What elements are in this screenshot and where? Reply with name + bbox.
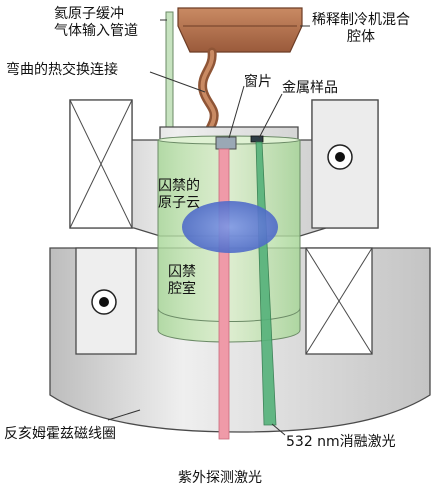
label-mixing-line-1: 稀释制冷机混合	[312, 12, 410, 28]
label-bent-heat-exchange-text: 弯曲的热交换连接	[6, 62, 118, 78]
label-anti-helmholtz-coil: 反亥姆霍兹磁线圈	[4, 426, 116, 443]
label-metal-sample-text: 金属样品	[282, 80, 338, 96]
label-bent-heat-exchange-link: 弯曲的热交换连接	[6, 62, 118, 79]
label-atom-cloud-line-1: 囚禁的	[158, 178, 200, 194]
label-helium-buffer-gas-tube: 氦原子缓冲 气体输入管道	[54, 6, 138, 40]
coil-dot-symbol-left	[91, 289, 117, 315]
label-uv-probe-text: 紫外探测激光	[178, 470, 262, 486]
label-helium-line-1: 氦原子缓冲	[54, 6, 124, 22]
label-trap-cavity-line-1: 囚禁	[168, 264, 196, 280]
label-trap-cavity: 囚禁 腔室	[168, 264, 196, 298]
label-dilution-mixing-chamber: 稀释制冷机混合 腔体	[312, 12, 410, 46]
window	[215, 136, 237, 150]
label-mixing-line-2: 腔体	[347, 29, 375, 45]
label-trapped-atom-cloud: 囚禁的 原子云	[158, 178, 200, 212]
metal-sample	[250, 135, 264, 143]
label-atom-cloud-line-2: 原子云	[158, 195, 200, 211]
label-trap-cavity-line-2: 腔室	[168, 281, 196, 297]
coil-dot-symbol-right	[327, 144, 353, 170]
label-ablation-text: 532 nm消融激光	[286, 434, 396, 450]
dilution-mixing-chamber	[177, 7, 303, 53]
label-uv-probe-laser: 紫外探测激光	[178, 470, 262, 487]
label-window-text: 窗片	[244, 74, 272, 90]
uv-probe-laser-beam	[218, 148, 230, 440]
label-window: 窗片	[244, 74, 272, 91]
trapped-atom-cloud	[182, 201, 278, 253]
label-ablation-laser: 532 nm消融激光	[286, 434, 396, 451]
label-metal-sample: 金属样品	[282, 80, 338, 97]
label-coil-text: 反亥姆霍兹磁线圈	[4, 426, 116, 442]
label-helium-line-2: 气体输入管道	[54, 23, 138, 39]
leader-lines	[107, 19, 310, 436]
